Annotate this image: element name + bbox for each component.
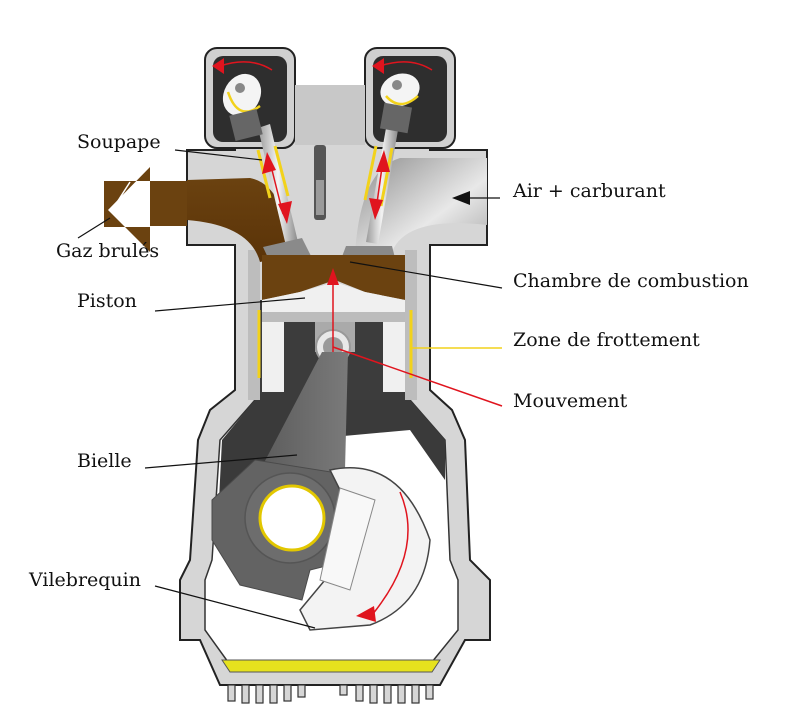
leader-mouvement bbox=[332, 346, 503, 407]
leader-lines bbox=[77, 149, 503, 629]
label-air-carburant: Air + carburant bbox=[513, 180, 666, 202]
label-chambre-combustion: Chambre de combustion bbox=[513, 270, 749, 292]
camshaft-intake bbox=[372, 58, 433, 107]
label-soupape: Soupape bbox=[77, 131, 161, 153]
leader-gaz-brules bbox=[77, 217, 111, 239]
double-arrow-vertical-icon bbox=[369, 150, 390, 220]
camshaft-exhaust bbox=[212, 58, 273, 117]
label-bielle: Bielle bbox=[77, 450, 132, 472]
arrow-left-icon bbox=[104, 167, 187, 252]
label-piston: Piston bbox=[77, 290, 137, 312]
label-vilebrequin: Vilebrequin bbox=[29, 569, 141, 591]
crankshaft bbox=[258, 467, 431, 631]
leader-bielle bbox=[144, 454, 298, 469]
leader-piston bbox=[154, 297, 306, 312]
leader-chambre bbox=[349, 261, 503, 289]
leader-soupape bbox=[174, 149, 263, 161]
double-arrow-vertical-icon bbox=[262, 152, 292, 224]
cooling-fins bbox=[227, 684, 434, 704]
label-zone-frottement: Zone de frottement bbox=[513, 329, 700, 351]
piston bbox=[257, 268, 413, 392]
label-mouvement: Mouvement bbox=[513, 390, 628, 412]
arrow-left-small-icon bbox=[452, 191, 470, 205]
leader-vilebrequin bbox=[154, 585, 316, 629]
rotation-arrow-icon bbox=[356, 491, 409, 622]
exhaust-port bbox=[187, 178, 292, 262]
label-gaz-brules: Gaz brulés bbox=[56, 240, 160, 262]
